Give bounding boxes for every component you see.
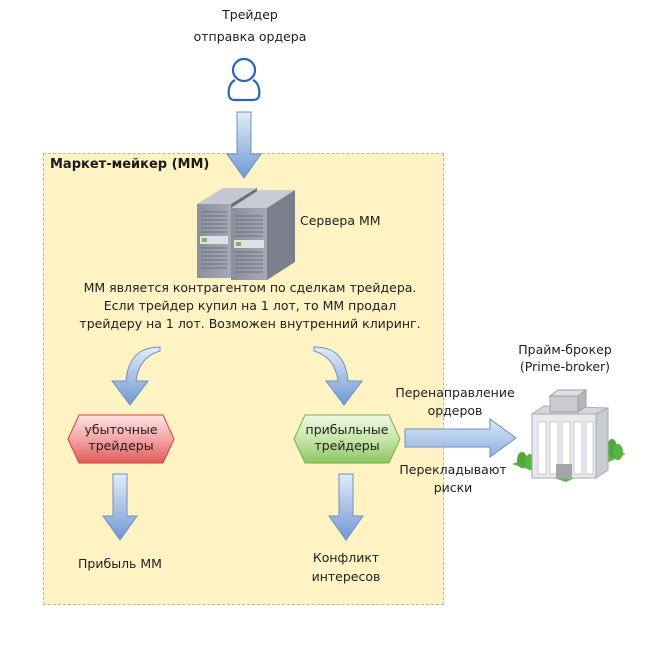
- redirect-orders-line-1: Перенаправление: [395, 385, 515, 400]
- market-maker-title: Маркет-мейкер (ММ): [50, 157, 210, 172]
- losing-traders-label: убыточные трейдеры: [67, 422, 175, 454]
- server-icon: [197, 188, 295, 280]
- mm-description-line-2: Если трейдер купил на 1 лот, то ММ прода…: [103, 298, 397, 313]
- shift-risks-line-2: риски: [433, 480, 473, 495]
- prime-broker-title-line-1: Прайм-брокер: [518, 342, 612, 357]
- mm-description-line-1: ММ является контрагентом по сделкам трей…: [83, 280, 417, 295]
- conflict-line-1: Конфликт: [312, 550, 380, 565]
- trader-title: Трейдер: [222, 7, 278, 22]
- profitable-traders-line-2: трейдеры: [314, 438, 380, 453]
- curved-arrow-to-profitable: [313, 346, 363, 406]
- mm-profit-label: Прибыль ММ: [78, 556, 162, 571]
- down-arrow-to-servers: [226, 111, 262, 179]
- mm-description-line-3: трейдеру на 1 лот. Возможен внутренний к…: [79, 316, 421, 331]
- losing-traders-line-1: убыточные: [84, 422, 158, 437]
- curved-arrow-to-losing: [111, 346, 161, 406]
- prime-broker-title-line-2: (Prime-broker): [519, 359, 611, 374]
- profitable-traders-hexagon: [293, 414, 401, 464]
- user-icon: [227, 57, 261, 102]
- servers-label: Сервера ММ: [300, 213, 381, 228]
- profitable-traders-label: прибыльные трейдеры: [293, 422, 401, 454]
- building-icon: [512, 389, 626, 482]
- down-arrow-to-mm-profit: [102, 473, 138, 541]
- trader-subtitle: отправка ордера: [193, 29, 307, 44]
- redirect-orders-line-2: ордеров: [427, 403, 483, 418]
- losing-traders-line-2: трейдеры: [88, 438, 154, 453]
- losing-traders-hexagon: [67, 414, 175, 464]
- conflict-line-2: интересов: [311, 569, 381, 584]
- shift-risks-line-1: Перекладывают: [399, 462, 507, 477]
- profitable-traders-line-1: прибыльные: [305, 422, 389, 437]
- right-arrow-to-prime-broker: [404, 418, 517, 458]
- down-arrow-to-conflict: [328, 473, 364, 541]
